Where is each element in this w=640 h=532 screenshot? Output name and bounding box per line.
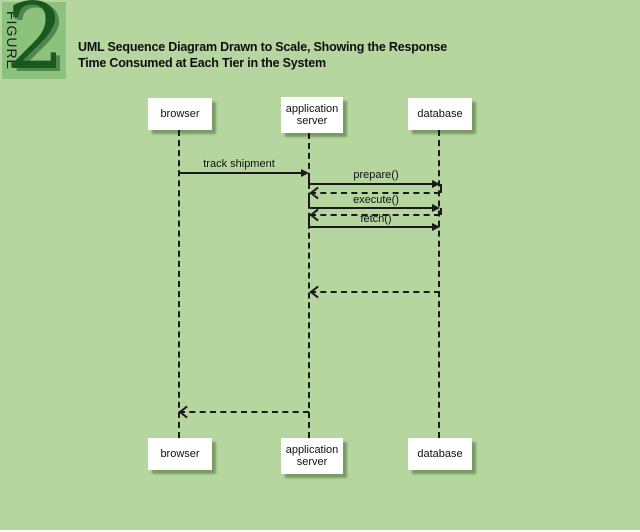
figure-kicker-label: FIGURE — [4, 11, 20, 70]
actor-label: application server — [285, 103, 339, 127]
message-label-track-shipment: track shipment — [203, 158, 275, 170]
figure-title-line1: UML Sequence Diagram Drawn to Scale, Sho… — [78, 40, 448, 54]
figure-badge: FIGURE 2 — [2, 0, 66, 90]
lifeline-database — [438, 130, 440, 438]
message-arrow-prepare — [310, 180, 440, 188]
message-label-execute: execute() — [353, 194, 399, 206]
message-label-fetch: fetch() — [360, 213, 392, 225]
figure-title: UML Sequence Diagram Drawn to Scale, Sho… — [78, 39, 538, 71]
actor-box-database-bottom: database — [408, 438, 472, 470]
activation-application-server — [308, 173, 310, 184]
return-arrow-database-to-appserver — [310, 291, 440, 293]
activation-application-server — [308, 193, 310, 208]
lifeline-browser — [178, 130, 180, 438]
activation-application-server — [308, 215, 310, 227]
actor-label: browser — [160, 448, 200, 460]
return-arrow-appserver-to-browser — [179, 411, 309, 413]
actor-box-browser-top: browser — [148, 98, 212, 130]
actor-label: application server — [285, 444, 339, 468]
page-bottom-edge — [0, 530, 640, 532]
message-arrow-execute — [310, 204, 440, 212]
return-arrow-execute — [310, 214, 440, 216]
actor-label: database — [417, 448, 463, 460]
return-arrow-prepare — [310, 192, 440, 194]
activation-database — [440, 184, 442, 193]
message-arrow-track-shipment — [179, 169, 309, 177]
actor-label: database — [417, 108, 463, 120]
figure-number: 2 — [6, 0, 65, 90]
actor-box-database-top: database — [408, 98, 472, 130]
message-arrow-fetch — [310, 223, 440, 231]
activation-database — [440, 208, 442, 215]
actor-label: browser — [160, 108, 200, 120]
figure-title-line2: Time Consumed at Each Tier in the System — [78, 56, 326, 70]
message-label-prepare: prepare() — [353, 169, 399, 181]
actor-box-application-server-bottom: application server — [281, 438, 343, 474]
actor-box-application-server-top: application server — [281, 97, 343, 133]
actor-box-browser-bottom: browser — [148, 438, 212, 470]
lifeline-application-server — [308, 133, 310, 438]
